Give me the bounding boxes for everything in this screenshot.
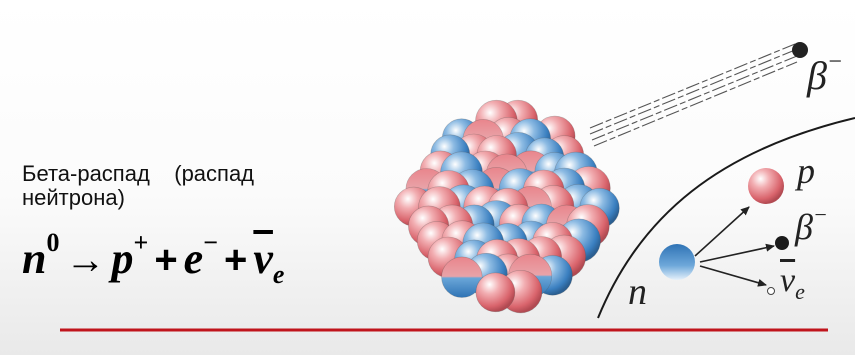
nucleus-proton xyxy=(476,273,515,312)
label-antineutrino: νe xyxy=(780,262,805,305)
label-proton: p xyxy=(797,150,815,192)
electron-particle xyxy=(775,236,789,250)
label-neutron: n xyxy=(628,270,647,314)
eq-proton: p xyxy=(111,234,133,283)
beta-trail xyxy=(590,44,797,146)
arrow-to-antineutrino xyxy=(700,266,766,285)
eq-plus-1: + xyxy=(154,238,177,282)
nucleus xyxy=(394,100,619,313)
eq-plus-2: + xyxy=(224,238,247,282)
proton-particle xyxy=(748,168,784,204)
decay-arrows xyxy=(695,207,774,285)
arrow-to-proton xyxy=(695,207,749,256)
caption-line-2: нейтрона) xyxy=(22,186,352,210)
caption-line-1: Бета-распад (распад xyxy=(22,162,352,186)
eq-neutron-charge: 0 xyxy=(46,228,59,257)
eq-proton-charge: + xyxy=(133,228,148,257)
eq-antineutrino: ν xyxy=(253,234,273,283)
antineutrino-particle xyxy=(768,288,775,295)
eq-electron: e xyxy=(184,234,204,283)
arrow-to-electron xyxy=(700,246,774,262)
eq-antineutrino-flavor: e xyxy=(273,260,285,289)
decay-equation: n0→p++e−+νe xyxy=(22,233,284,290)
label-beta-small: β− xyxy=(795,206,828,248)
label-beta-emitted: β− xyxy=(807,52,843,99)
emitted-electron xyxy=(792,42,808,58)
eq-electron-charge: − xyxy=(203,228,218,257)
neutron-particle xyxy=(659,244,695,280)
eq-arrow: → xyxy=(65,238,105,282)
eq-neutron: n xyxy=(22,234,46,283)
caption: Бета-распад (распад нейтрона) xyxy=(22,162,352,210)
